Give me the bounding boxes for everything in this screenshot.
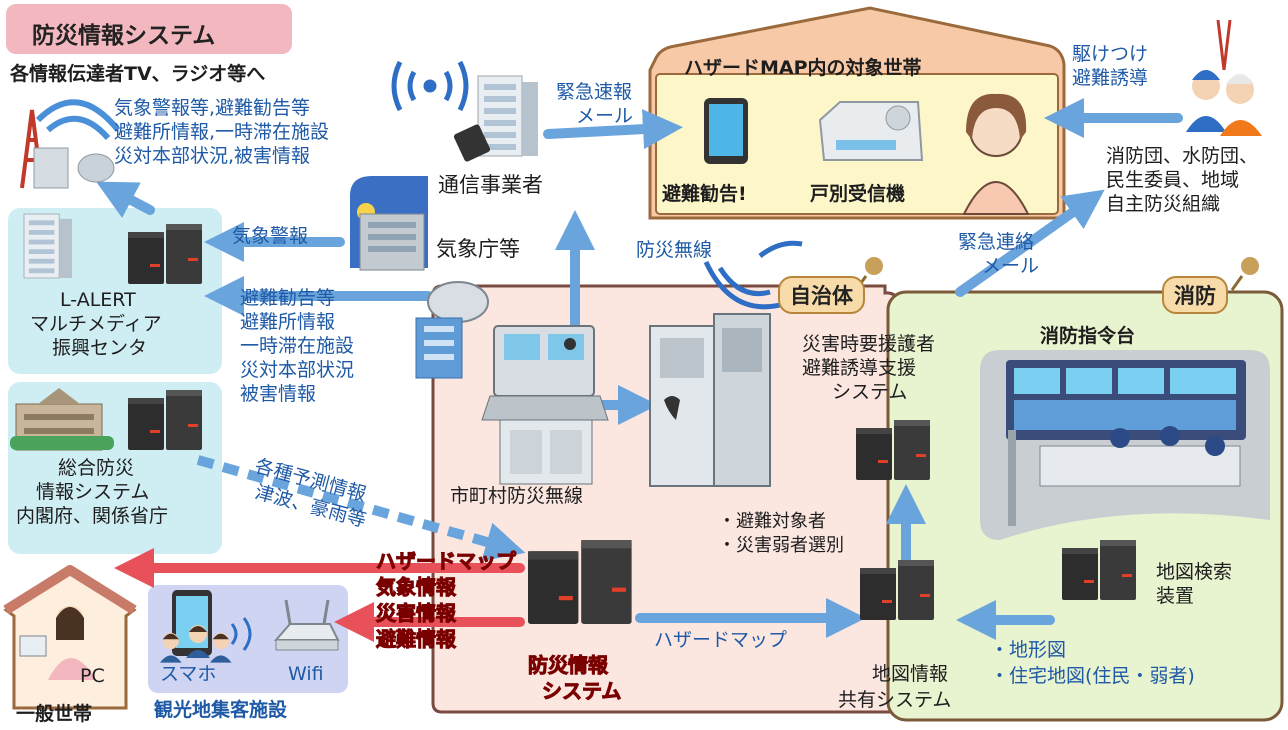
evacuation-advisory-label: 避難勧告! bbox=[662, 183, 747, 205]
hazard-map-label: ハザードマップ bbox=[654, 629, 788, 651]
lalert-label-3: 振興センタ bbox=[52, 337, 148, 359]
rush-evacuation-1: 駆けつけ bbox=[1072, 43, 1149, 65]
emergency-mail-1: 緊急速報 bbox=[556, 81, 633, 103]
fire-pin-icon bbox=[1230, 257, 1259, 291]
title-box: 防災情報システム bbox=[6, 4, 292, 54]
pc-user-icon bbox=[19, 606, 96, 680]
telecom-label: 通信事業者 bbox=[438, 173, 543, 197]
fire-corps-3: 自主防災組織 bbox=[1106, 193, 1221, 215]
emergency-mail-2: メール bbox=[576, 105, 634, 127]
fire-tag: 消防 bbox=[1162, 276, 1228, 314]
broadcast-info-2: 避難所情報,一時滞在施設 bbox=[114, 121, 330, 143]
comprehensive-1: 総合防災 bbox=[58, 457, 135, 479]
smartphone-icon bbox=[453, 124, 491, 162]
fire-command-room-icon bbox=[980, 350, 1270, 540]
map-search-1: 地図検索 bbox=[1156, 561, 1233, 583]
lalert-info-1: 避難勧告等 bbox=[240, 287, 336, 309]
comprehensive-2: 情報システム bbox=[36, 481, 150, 503]
vulnerable-support-1: 災害時要援護者 bbox=[802, 333, 936, 355]
map-search-2: 装置 bbox=[1156, 585, 1195, 607]
municipal-radio-label: 市町村防災無線 bbox=[450, 485, 584, 507]
evac-target-1: ・避難対象者 bbox=[718, 511, 826, 532]
lalert-info-3: 一時滞在施設 bbox=[240, 335, 355, 357]
red-info-4: 避難情報 bbox=[376, 627, 457, 651]
disaster-radio-wave-icon bbox=[703, 240, 803, 310]
weather-warning-label: 気象警報 bbox=[232, 225, 309, 247]
page-title: 防災情報システム bbox=[32, 23, 216, 49]
broadcast-tower-icon bbox=[20, 99, 121, 189]
satellite-dish-icon bbox=[415, 281, 489, 379]
municipality-tag: 自治体 bbox=[778, 276, 865, 314]
wifi-label: Wifi bbox=[288, 663, 324, 685]
terrain-map-1: ・地形図 bbox=[990, 639, 1067, 661]
disaster-info-system-2: システム bbox=[541, 679, 622, 703]
phone-exchange-icon bbox=[649, 313, 771, 487]
map-share-2: 共有システム bbox=[838, 689, 952, 711]
broadcast-info-1: 気象警報等,避難勧告等 bbox=[114, 97, 311, 119]
lalert-label-2: マルチメディア bbox=[30, 313, 162, 335]
smartphone-label: スマホ bbox=[160, 663, 217, 685]
fire-corps-2: 民生委員、地域 bbox=[1106, 169, 1240, 191]
lalert-label-1: L-ALERT bbox=[60, 289, 136, 311]
comprehensive-building-icon bbox=[10, 388, 114, 451]
red-info-1: ハザードマップ bbox=[376, 549, 517, 573]
pc-label: PC bbox=[80, 665, 105, 687]
jma-building-icon bbox=[350, 176, 428, 271]
fire-corps-1: 消防団、水防団、 bbox=[1106, 145, 1259, 167]
tv-radio-label: 各情報伝達者TV、ラジオ等へ bbox=[10, 63, 266, 85]
general-household-label: 一般世帯 bbox=[16, 703, 93, 725]
evac-target-2: ・災害弱者選別 bbox=[718, 535, 844, 556]
lalert-info-2: 避難所情報 bbox=[240, 311, 336, 333]
disaster-radio-label: 防災無線 bbox=[636, 239, 713, 261]
map-share-1: 地図情報 bbox=[872, 663, 949, 685]
lalert-info-4: 災対本部状況 bbox=[240, 359, 355, 381]
fire-command-label: 消防指令台 bbox=[1040, 325, 1136, 347]
radio-wave-icon bbox=[391, 60, 469, 112]
emergency-contact-2: メール bbox=[982, 255, 1040, 277]
firefighters-icon bbox=[1186, 19, 1262, 136]
radio-console-icon bbox=[481, 325, 609, 485]
emergency-contact-1: 緊急連絡 bbox=[958, 231, 1035, 253]
hazard-households-label: ハザードMAP内の対象世帯 bbox=[684, 57, 922, 79]
jma-label: 気象庁等 bbox=[436, 237, 520, 261]
tourist-label: 観光地集客施設 bbox=[154, 699, 288, 721]
receiver-icon bbox=[818, 101, 924, 161]
red-info-3: 災害情報 bbox=[376, 601, 457, 625]
terrain-map-2: ・住宅地図(住民・弱者) bbox=[990, 665, 1195, 687]
lalert-info-5: 被害情報 bbox=[240, 383, 317, 405]
wifi-router-icon bbox=[230, 599, 340, 651]
vulnerable-support-2: 避難誘導支援 bbox=[802, 357, 917, 379]
lalert-building-icon bbox=[23, 213, 73, 279]
rush-evacuation-2: 避難誘導 bbox=[1072, 67, 1149, 89]
broadcast-info-3: 災対本部状況,被害情報 bbox=[114, 145, 311, 167]
woman-icon bbox=[962, 93, 1030, 215]
red-info-2: 気象情報 bbox=[376, 575, 457, 599]
home-receiver-label: 戸別受信機 bbox=[810, 183, 906, 205]
disaster-info-system-1: 防災情報 bbox=[528, 653, 609, 677]
comprehensive-3: 内閣府、関係省庁 bbox=[16, 505, 169, 527]
vulnerable-support-3: システム bbox=[832, 381, 908, 403]
